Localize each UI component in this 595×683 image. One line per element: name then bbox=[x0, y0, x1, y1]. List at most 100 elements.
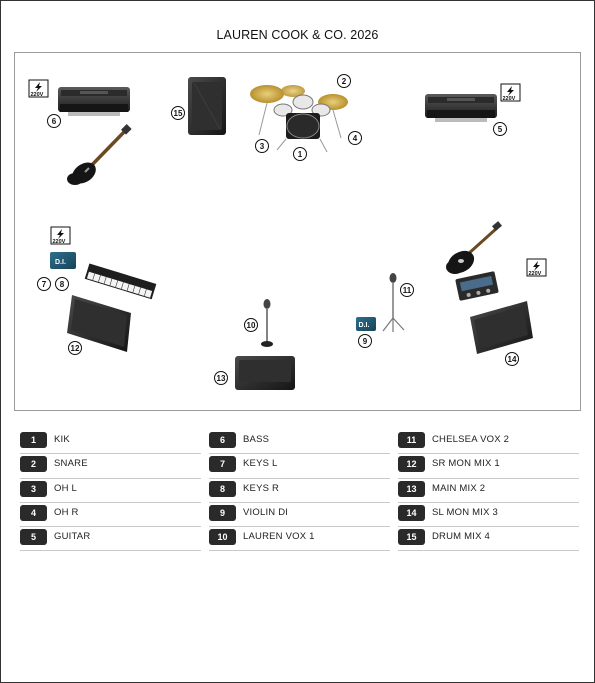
input-number-badge: 1 bbox=[20, 432, 47, 448]
input-number-badge: 12 bbox=[398, 456, 425, 473]
input-label: GUITAR bbox=[54, 531, 91, 543]
input-number-badge: 10 bbox=[209, 529, 236, 546]
input-row: 7 KEYS L bbox=[209, 454, 390, 479]
input-number-badge: 4 bbox=[20, 504, 47, 521]
drum-monitor-speaker-icon bbox=[188, 77, 226, 135]
position-marker-number: 12 bbox=[71, 344, 80, 353]
stage-left-monitor-wedge-icon bbox=[470, 301, 533, 354]
position-marker-number: 3 bbox=[260, 142, 265, 151]
input-row: 15 DRUM MIX 4 bbox=[398, 527, 579, 552]
input-list-column-1: 1 KIK 2 SNARE 3 OH L 4 OH R 5 GUITAR bbox=[20, 430, 201, 552]
input-number-badge: 2 bbox=[20, 456, 47, 473]
position-marker-14: 14 bbox=[505, 352, 519, 366]
drum-kit-icon bbox=[250, 85, 348, 153]
input-row: 5 GUITAR bbox=[20, 527, 201, 552]
position-marker-number: 15 bbox=[174, 109, 183, 118]
svg-text:220V: 220V bbox=[31, 92, 44, 98]
position-marker-number: 5 bbox=[498, 125, 503, 134]
input-row: 1 KIK bbox=[20, 430, 201, 455]
position-marker-number: 11 bbox=[403, 286, 412, 295]
input-number-badge: 15 bbox=[398, 529, 425, 546]
input-label: VIOLIN DI bbox=[243, 506, 289, 518]
input-label: OH R bbox=[54, 506, 79, 518]
input-number-badge: 14 bbox=[398, 504, 425, 521]
keyboard-icon bbox=[84, 263, 157, 300]
input-label: KEYS R bbox=[243, 482, 280, 494]
power-outlet-icon: 220V bbox=[500, 83, 521, 102]
input-label: KEYS L bbox=[243, 458, 278, 470]
input-number-badge: 9 bbox=[209, 504, 236, 521]
position-marker-3: 3 bbox=[255, 139, 269, 153]
input-number-badge: 7 bbox=[209, 456, 236, 473]
di-box-icon: D.I. bbox=[356, 317, 376, 331]
input-number-badge: 13 bbox=[398, 480, 425, 497]
guitar-amp-icon bbox=[425, 94, 497, 122]
input-row: 12 SR MON MIX 1 bbox=[398, 454, 579, 479]
input-row: 3 OH L bbox=[20, 479, 201, 503]
electric-guitar-icon bbox=[446, 221, 502, 274]
input-label: SL MON MIX 3 bbox=[432, 506, 498, 518]
position-marker-1: 1 bbox=[293, 147, 307, 161]
input-number-badge: 11 bbox=[398, 432, 425, 448]
input-label: KIK bbox=[54, 434, 70, 445]
svg-text:D.I.: D.I. bbox=[359, 322, 370, 329]
svg-text:D.I.: D.I. bbox=[55, 259, 66, 266]
page-title: LAUREN COOK & CO. 2026 bbox=[216, 28, 379, 42]
pedalboard-icon bbox=[455, 271, 499, 301]
position-marker-9: 9 bbox=[358, 334, 372, 348]
position-marker-number: 13 bbox=[217, 374, 226, 383]
position-marker-number: 4 bbox=[353, 134, 358, 143]
position-marker-number: 6 bbox=[52, 117, 57, 126]
input-number-badge: 3 bbox=[20, 480, 47, 497]
position-marker-number: 7 bbox=[42, 280, 47, 289]
position-marker-2: 2 bbox=[337, 74, 351, 88]
input-number-badge: 5 bbox=[20, 529, 47, 546]
power-outlet-icon: 220V bbox=[28, 79, 49, 98]
input-label: MAIN MIX 2 bbox=[432, 482, 486, 494]
backing-vocal-microphone-icon bbox=[382, 273, 405, 332]
input-list-column-3: 11 CHELSEA VOX 2 12 SR MON MIX 1 13 MAIN MIX … bbox=[398, 430, 579, 552]
input-row: 6 BASS bbox=[209, 430, 390, 455]
input-number-badge: 6 bbox=[209, 432, 236, 448]
input-label: OH L bbox=[54, 482, 77, 494]
stage-plot-canvas: 220V bbox=[28, 74, 547, 390]
svg-text:220V: 220V bbox=[503, 96, 516, 102]
position-marker-8: 8 bbox=[55, 277, 69, 291]
input-row: 2 SNARE bbox=[20, 454, 201, 479]
input-label: BASS bbox=[243, 434, 270, 445]
position-marker-7: 7 bbox=[37, 277, 51, 291]
bass-amp-icon bbox=[58, 87, 130, 116]
position-marker-number: 8 bbox=[60, 280, 65, 289]
input-label: SNARE bbox=[54, 458, 88, 470]
vocal-microphone-icon bbox=[261, 299, 273, 347]
position-marker-number: 14 bbox=[508, 355, 517, 364]
main-monitor-wedge-icon bbox=[235, 356, 295, 390]
position-marker-11: 11 bbox=[400, 283, 414, 297]
position-marker-number: 10 bbox=[247, 321, 256, 330]
position-marker-number: 2 bbox=[342, 77, 347, 86]
position-marker-15: 15 bbox=[171, 106, 185, 120]
power-outlet-icon: 220V bbox=[50, 226, 71, 245]
position-marker-number: 9 bbox=[363, 337, 368, 346]
stage-right-monitor-wedge-icon bbox=[67, 295, 131, 352]
position-marker-13: 13 bbox=[214, 371, 228, 385]
position-marker-4: 4 bbox=[348, 131, 362, 145]
bass-guitar-icon bbox=[67, 124, 132, 185]
input-row: 4 OH R bbox=[20, 503, 201, 528]
position-marker-12: 12 bbox=[68, 341, 82, 355]
input-row: 9 VIOLIN DI bbox=[209, 503, 390, 528]
input-label: SR MON MIX 1 bbox=[432, 458, 500, 470]
position-marker-10: 10 bbox=[244, 318, 258, 332]
input-row: 13 MAIN MIX 2 bbox=[398, 479, 579, 503]
position-marker-5: 5 bbox=[493, 122, 507, 136]
input-label: DRUM MIX 4 bbox=[432, 531, 490, 543]
input-row: 11 CHELSEA VOX 2 bbox=[398, 430, 579, 455]
di-box-icon: D.I. bbox=[50, 252, 76, 269]
svg-text:220V: 220V bbox=[53, 239, 66, 245]
input-label: CHELSEA VOX 2 bbox=[432, 434, 510, 445]
svg-text:220V: 220V bbox=[529, 271, 542, 277]
